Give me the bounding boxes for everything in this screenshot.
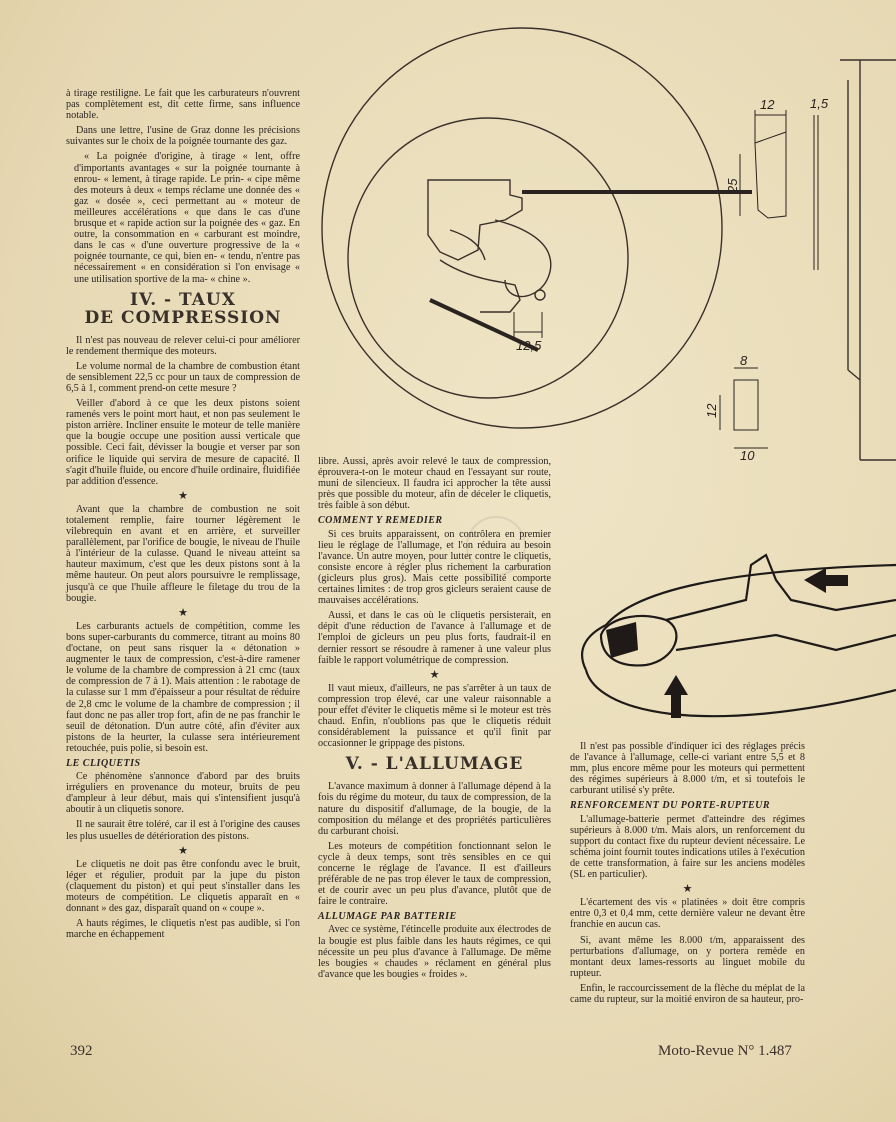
col1-paragraph-2: Dans une lettre, l'usine de Graz donne l… — [66, 125, 300, 148]
column-1: à tirage restiligne. Le fait que les car… — [66, 88, 300, 944]
col2-paragraph-6: Les moteurs de compétition fonctionnant … — [318, 840, 551, 908]
col3-paragraph-2: L'allumage-batterie permet d'atteindre d… — [570, 813, 805, 881]
section-iv-title: IV. - TAUX DE COMPRESSION — [66, 291, 300, 327]
col2-paragraph-7: Avec ce système, l'étincelle produite au… — [318, 924, 551, 980]
subheading-comment-y-remedier: COMMENT Y REMEDIER — [318, 515, 443, 527]
col1-paragraph-1: à tirage restiligne. Le fait que les car… — [66, 88, 300, 122]
col3-paragraph-4: Si, avant même les 8.000 t/m, apparaisse… — [570, 934, 805, 979]
page-number: 392 — [70, 1043, 93, 1059]
separator-star: ★ — [429, 668, 440, 681]
col2-paragraph-5: L'avance maximum à donner à l'allumage d… — [318, 781, 551, 837]
dim-12-5: 12,5 — [516, 338, 542, 353]
column-2: libre. Aussi, après avoir relevé le taux… — [318, 456, 551, 984]
col2-paragraph-3: Aussi, et dans le cas où le cliquetis pe… — [318, 610, 551, 666]
col1-paragraph-5: Le volume normal de la chambre de combus… — [66, 360, 300, 394]
dim-12-top: 12 — [760, 97, 775, 112]
col1-paragraph-7: Avant que la chambre de combustion ne so… — [66, 503, 300, 604]
breaker-contact-illustration — [580, 553, 896, 718]
breaker-plate-diagram: 12 1,5 25 12,5 8 12 10 — [321, 27, 896, 463]
dim-12-side: 12 — [704, 403, 719, 418]
watermark-stamp — [466, 516, 526, 576]
separator-star: ★ — [178, 844, 188, 857]
subheading-allumage-batterie: ALLUMAGE PAR BATTERIE — [318, 911, 457, 923]
subheading-renforcement: RENFORCEMENT DU PORTE-RUPTEUR — [570, 800, 771, 812]
col2-paragraph-4: Il vaut mieux, d'ailleurs, ne pas s'arrê… — [318, 682, 551, 750]
col2-paragraph-2: Si ces bruits apparaissent, on contrôler… — [318, 528, 551, 607]
col3-paragraph-3: L'écartement des vis « platinées » doit … — [570, 897, 805, 931]
dim-10: 10 — [740, 448, 755, 463]
col1-quote: « La poignée d'origine, à tirage « lent,… — [74, 151, 300, 285]
col2-paragraph-1: libre. Aussi, après avoir relevé le taux… — [318, 456, 551, 512]
col3-paragraph-5: Enfin, le raccourcissement de la flèche … — [570, 982, 805, 1005]
col1-paragraph-9: Ce phénomène s'annonce d'abord par des b… — [66, 771, 300, 816]
col1-paragraph-10: Il ne saurait être toléré, car il est à … — [66, 819, 300, 842]
dim-1-5: 1,5 — [810, 96, 829, 111]
col1-paragraph-12: A hauts régimes, le cliquetis n'est pas … — [66, 918, 300, 941]
col1-paragraph-4: Il n'est pas nouveau de relever celui-ci… — [66, 334, 300, 357]
subheading-cliquetis: LE CLIQUETIS — [66, 757, 141, 769]
separator-star: ★ — [682, 883, 693, 896]
col1-paragraph-11: Le cliquetis ne doit pas être confondu a… — [66, 858, 300, 915]
col3-paragraph-1: Il n'est pas possible d'indiquer ici des… — [570, 741, 805, 797]
dim-25: 25 — [725, 178, 740, 194]
separator-star: ★ — [178, 489, 188, 502]
section-iv-title-line2: DE COMPRESSION — [84, 307, 282, 328]
section-v-title: V. - L'ALLUMAGE — [345, 754, 524, 775]
col1-paragraph-8: Les carburants actuels de compétition, c… — [66, 620, 300, 754]
magazine-issue: Moto-Revue N° 1.487 — [658, 1043, 792, 1059]
column-3: Il n'est pas possible d'indiquer ici des… — [570, 741, 805, 1009]
separator-star: ★ — [178, 606, 188, 619]
dim-8: 8 — [740, 353, 748, 368]
section-iv-title-line1: IV. - TAUX — [130, 289, 236, 310]
col1-paragraph-6: Veiller d'abord à ce que les deux piston… — [66, 398, 300, 487]
